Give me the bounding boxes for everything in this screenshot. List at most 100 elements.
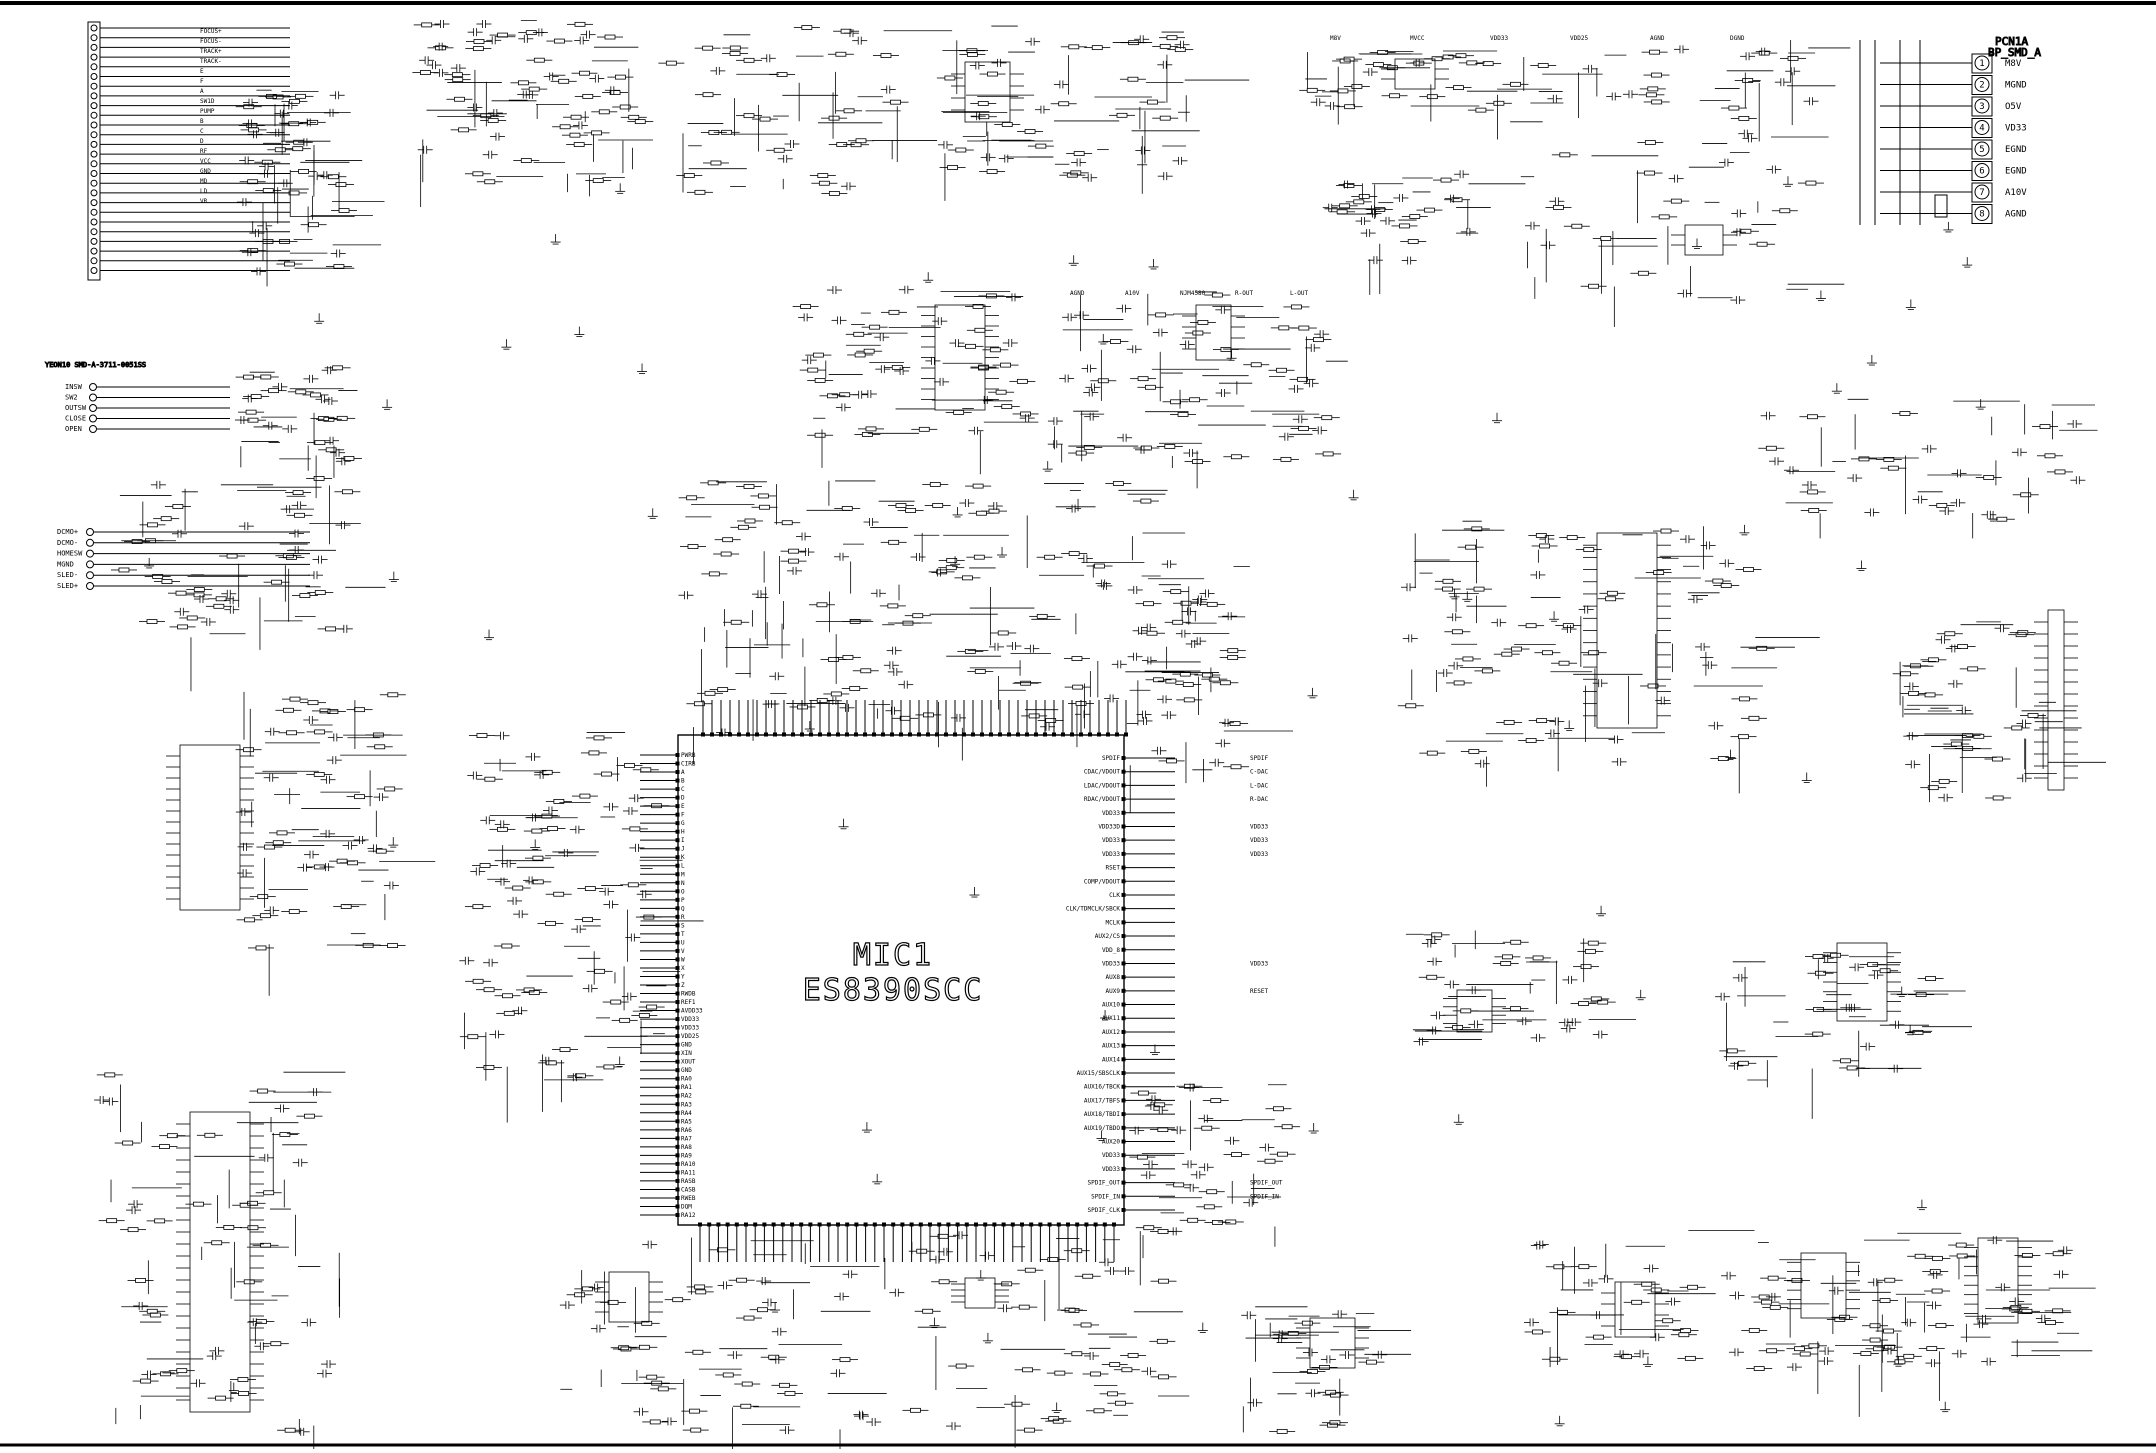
mic-left-pin-label: W	[681, 956, 685, 963]
resistor	[1537, 719, 1547, 723]
resistor	[258, 1089, 268, 1093]
mic-bottom-pin-dot	[956, 1223, 959, 1226]
mic-right-pin-label: AUX10	[1102, 1002, 1120, 1009]
resistor	[745, 519, 755, 523]
mic-left-pin-label: VDD33	[681, 1025, 699, 1032]
resistor	[1808, 490, 1818, 494]
pickup-pin-circle	[91, 54, 97, 60]
resistor	[829, 116, 839, 120]
resistor	[635, 120, 645, 124]
resistor	[815, 378, 825, 382]
resistor	[1739, 697, 1749, 701]
pcn-pin-label: AGND	[2005, 210, 2027, 220]
resistor	[864, 349, 874, 353]
pickup-pin-label: TRACK-	[200, 58, 222, 65]
pickup-pin-circle	[91, 74, 97, 80]
mic-left-pin-label: RA4	[681, 1110, 692, 1117]
mic-right-pin-dot	[1122, 1113, 1125, 1116]
mic-right-net-label: RESET	[1250, 988, 1268, 995]
resistor	[1202, 1126, 1212, 1130]
mic-right-pin-dot	[1122, 757, 1125, 760]
resistor	[1273, 1107, 1283, 1111]
resistor	[841, 29, 851, 33]
resistor	[1739, 735, 1749, 739]
mic-left-pin-dot	[676, 1052, 679, 1055]
resistor	[1198, 320, 1208, 324]
mic-left-pin-label: RA11	[681, 1169, 696, 1176]
resistor	[1193, 460, 1203, 464]
resistor	[293, 491, 303, 495]
resistor	[1025, 1428, 1035, 1432]
mic-left-pin-dot	[676, 856, 679, 859]
mic-top-pin-dot	[963, 733, 966, 736]
resistor	[769, 1355, 779, 1359]
resistor	[342, 490, 352, 494]
mic-left-pin-dot	[676, 779, 679, 782]
mic-left-pin-dot	[676, 1120, 679, 1123]
resistor	[652, 1381, 662, 1385]
resistor	[176, 591, 186, 595]
resistor	[1025, 129, 1035, 133]
resistor	[889, 540, 899, 544]
mic-left-pin-dot	[676, 1018, 679, 1021]
mic-right-pin-dot	[1122, 907, 1125, 910]
resistor	[1323, 452, 1333, 456]
resistor	[996, 390, 1006, 394]
resistor	[976, 511, 986, 515]
mic-left-pin-label: L	[681, 863, 685, 870]
resistor	[275, 148, 285, 152]
resistor	[1115, 1401, 1125, 1405]
resistor	[589, 751, 599, 755]
mic-right-pin-label: MCLK	[1106, 919, 1121, 926]
resistor	[1482, 669, 1492, 673]
resistor	[1340, 204, 1350, 208]
mic-top-pin-dot	[954, 733, 957, 736]
mic-right-pin-dot	[1122, 1167, 1125, 1170]
mic-bottom-pin-dot	[855, 1223, 858, 1226]
resistor	[620, 1018, 630, 1022]
pcn-pin-number: 2	[1979, 81, 1984, 91]
resistor	[1809, 508, 1819, 512]
resistor	[608, 1300, 618, 1304]
resistor	[554, 39, 564, 43]
motor-pin-circle	[87, 561, 94, 568]
front-pin-label: SW2	[65, 394, 78, 402]
mic-left-pin-label: DQM	[681, 1203, 692, 1210]
resistor	[105, 1073, 115, 1077]
mic-top-pin-dot	[990, 733, 993, 736]
resistor	[1510, 82, 1520, 86]
resistor	[978, 101, 988, 105]
resistor	[1156, 313, 1166, 317]
resistor	[913, 614, 923, 618]
resistor	[1390, 94, 1400, 98]
front-pin-circle	[90, 415, 97, 422]
mic-left-pin-label: F	[681, 812, 685, 819]
mic-right-net-label: VDD33	[1250, 823, 1268, 830]
resistor	[703, 46, 713, 50]
mic-right-net-label: SPDIF_OUT	[1250, 1180, 1283, 1187]
pickup-pin-circle	[91, 93, 97, 99]
resistor	[315, 730, 325, 734]
mic-right-pin-dot	[1122, 962, 1125, 965]
resistor	[930, 482, 940, 486]
pickup-pin-label: B	[200, 118, 204, 125]
resistor	[304, 1114, 314, 1118]
main-ic-part: ES8390SCC	[803, 973, 984, 1008]
mic-right-pin-dot	[1122, 989, 1125, 992]
pickup-pin-label: VR	[200, 198, 208, 205]
resistor	[1001, 363, 1011, 367]
resistor	[705, 691, 715, 695]
mic-left-pin-dot	[676, 813, 679, 816]
resistor	[1483, 62, 1493, 66]
resistor	[1049, 1417, 1059, 1421]
resistor	[1741, 229, 1751, 233]
mic-left-pin-label: RA9	[681, 1152, 692, 1159]
resistor	[1743, 567, 1753, 571]
mic-right-pin-label: AUX13	[1102, 1043, 1120, 1050]
resistor	[272, 580, 282, 584]
mic-left-pin-dot	[676, 1043, 679, 1046]
resistor	[933, 503, 943, 507]
resistor	[128, 1228, 138, 1232]
resistor	[629, 115, 639, 119]
resistor	[244, 1280, 254, 1284]
